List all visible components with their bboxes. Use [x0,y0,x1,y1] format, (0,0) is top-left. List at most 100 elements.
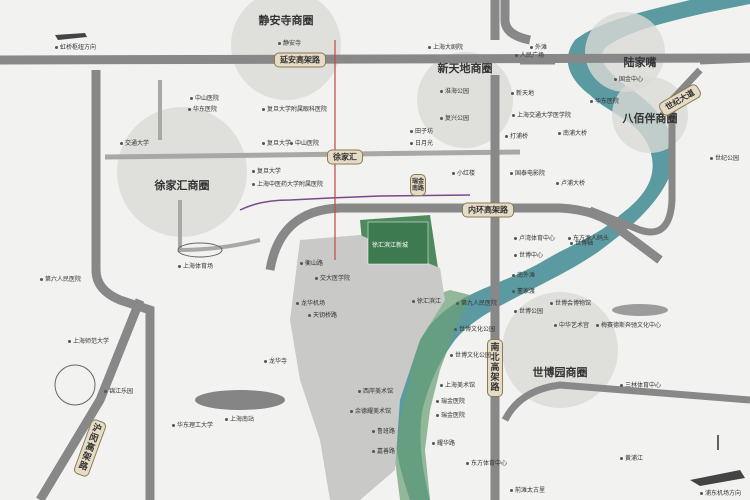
poi-huadong2: 华东医院 [590,98,619,105]
road-inner-ring-east [500,0,555,65]
poi-plaza: 世博文化公园 [450,352,491,359]
road-label-ruijin: 瑞金南路 [410,174,426,196]
poi-north-huangpu: 南外滩 [512,272,535,279]
label-shibo: 世博园商圈 [532,366,588,379]
poi-jinjiang: 锦江乐园 [104,388,133,395]
poi-xuhui-park: 徐汇滨江 [412,298,441,305]
road-inner-ring [91,70,155,500]
poi-tcm: 上海中医药大学附属医院 [252,181,323,188]
poi-china-pav: 中华艺术宫 [554,322,589,329]
poi-fudan-eye: 复旦大学附属眼科医院 [262,106,327,113]
poi-fudan-univ: 复旦大学 [252,168,281,175]
poi-huangpu: 黄浦江 [620,455,643,462]
poi-tianzifang: 田子坊 [410,128,433,135]
circle-shibo [502,292,618,408]
poi-hongqiao: 虹桥枢纽方向 [55,44,96,51]
road-label-xujiahui: 徐家汇 [327,149,363,165]
road-label-yanan: 延安高架路 [274,52,326,68]
road-xujiahui [104,149,521,160]
poi-sixth-hosp: 第六人民医院 [40,276,81,283]
south-station-icon [195,390,285,410]
poi-hengshan: 衡山路 [300,260,323,267]
airplane-topleft-icon [55,33,87,40]
poi-fudan: 复旦大学 [262,140,291,147]
circle-xintiandi [417,52,513,148]
metro-purple [239,194,471,211]
poi-tianyaoqiao: 天钥桥路 [308,312,337,319]
poi-xiaohong: 小红楼 [452,170,475,177]
poi-xintiandi2: 瑞金医院 [436,412,465,419]
poi-yaohua: 耀华路 [432,440,455,447]
poi-normal-univ: 上海师范大学 [68,338,109,345]
road-label-inner-ring: 内环高架路 [462,202,514,218]
poi-stadium: 上海体育场 [178,263,213,270]
poi-dongjiadu: 董家渡 [512,288,535,295]
poi-zhongshan2: 中山医院 [290,140,319,147]
poi-xintiandi: 新天地 [511,90,534,97]
poi-peoples-square: 人民广场 [515,52,544,59]
site-building [367,221,429,265]
poi-ydy: 余德耀美术馆 [350,408,391,415]
poi-dapuqiao: 打浦桥 [505,133,528,140]
label-lujiazui: 陆家嘴 [623,56,657,69]
poi-sh-ninth: 第九人民医院 [456,300,497,307]
poi-jingansi: 静安寺 [278,40,301,47]
poi-xintiandi-center: 卢湾体育中心 [514,235,555,242]
poi-jiashan: 嘉善路 [372,448,395,455]
xuhui-zone [290,235,445,500]
poi-grand-theatre: 上海大剧院 [428,44,463,51]
ferris-wheel-icon [54,364,96,406]
road-lower-east [501,381,750,422]
mercedes-icon [612,304,668,316]
poi-lupu: 卢浦大桥 [556,180,585,187]
poi-longhua: 龙华寺 [264,358,287,365]
road-humin [36,298,145,500]
label-xujiahui: 徐家汇商圈 [154,179,210,192]
road-local-1 [158,80,261,253]
poi-sh-museum: 上海美术馆 [440,382,475,389]
poi-fuxing: 复兴公园 [440,115,469,122]
airplane-icon [690,470,745,486]
label-jingansi: 静安寺商圈 [258,14,314,27]
poi-rijingyuan: 日月光 [410,140,433,147]
poi-jiaoda: 交通大学 [120,140,149,147]
poi-qiantan: 前滩太古里 [510,487,545,494]
poi-dock: 东方渔人码头 [568,235,609,242]
waterfront-green [395,290,470,500]
poi-expo-park: 世博公园 [514,308,543,315]
poi-bund: 外滩 [530,44,547,51]
poi-ruijin-hosp: 上海交通大学医学院 [512,112,571,119]
poi-oriental-sports: 东方体育中心 [466,460,507,467]
poi-pudong-airport: 浦东机场方向 [700,490,741,497]
poi-ruijin-pt: 瑞金医院 [436,398,465,405]
poi-expo-axis: 世博轴 [570,240,593,247]
poi-sanlin: 三林体育中心 [620,382,661,389]
poi-financial: 国金中心 [614,76,643,83]
poi-luban: 鲁班路 [372,428,395,435]
poi-longhua-airport: 龙华机场 [296,300,325,307]
road-east-ring [588,67,703,236]
road-east-out [699,53,750,65]
stadium-icon [177,242,223,258]
label-xintiandi: 新天地商圈 [437,62,493,75]
poi-west-bund: 西岸美术馆 [358,388,393,395]
poi-culture: 世博文化公园 [454,326,495,333]
poi-zhongshan: 中山医院 [190,95,219,102]
poi-nanpu: 南浦大桥 [558,130,587,137]
poi-huaihai: 淮海公园 [440,88,469,95]
road-label-south-north: 南北高架路 [487,339,503,397]
poi-huadong: 华东医院 [188,106,217,113]
circle-jingansi [231,0,341,100]
poi-sh-south: 上海南站 [225,416,254,423]
road-yanan [0,53,750,65]
circle-xujiahui [117,107,247,237]
poi-guotai: 国泰电影院 [510,170,545,177]
circle-lujiazui [585,12,665,92]
site-name: 徐汇滨江新城 [372,242,409,249]
poi-meixi: 梅赛德斯奔驰文化中心 [596,322,661,329]
poi-mercedes: 世博会博物馆 [550,300,591,307]
poi-huali: 华东理工大学 [172,422,213,429]
poi-jiaotong2: 交大医学院 [315,275,350,282]
